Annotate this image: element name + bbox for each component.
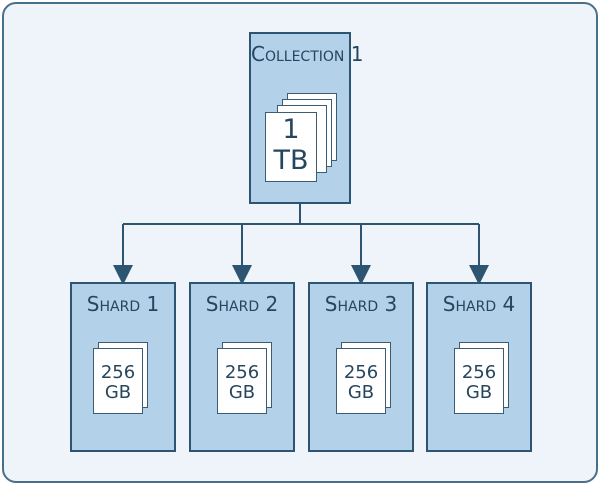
shard-size-unit: GB <box>465 382 493 403</box>
shard-title: Shard 1 <box>86 292 160 316</box>
shard-box-4: Shard 4 256 GB <box>426 282 532 452</box>
page-sheet-front <box>93 348 143 414</box>
page-sheet-front <box>217 348 267 414</box>
shard-title: Shard 3 <box>324 292 398 316</box>
shard-box-2: Shard 2 256 GB <box>189 282 295 452</box>
collection-size-value: 1 <box>282 114 300 145</box>
shard-title: Shard 2 <box>205 292 279 316</box>
shard-size-value: 256 <box>100 362 136 383</box>
shard-size-value: 256 <box>343 362 379 383</box>
collection-box: Collection 1 1 TB <box>249 32 364 204</box>
shard-box-1: Shard 1 256 GB <box>70 282 176 452</box>
collection-size-unit: TB <box>273 145 309 176</box>
page-sheet-front <box>454 348 504 414</box>
page-sheet-front <box>265 112 317 182</box>
shard-size-unit: GB <box>104 382 132 403</box>
shard-size-unit: GB <box>347 382 375 403</box>
shard-size-value: 256 <box>461 362 497 383</box>
shard-title: Shard 4 <box>442 292 516 316</box>
collection-title: Collection 1 <box>251 42 364 66</box>
shard-box-3: Shard 3 256 GB <box>308 282 414 452</box>
shard-size-unit: GB <box>228 382 256 403</box>
page-sheet-front <box>336 348 386 414</box>
shard-size-value: 256 <box>224 362 260 383</box>
